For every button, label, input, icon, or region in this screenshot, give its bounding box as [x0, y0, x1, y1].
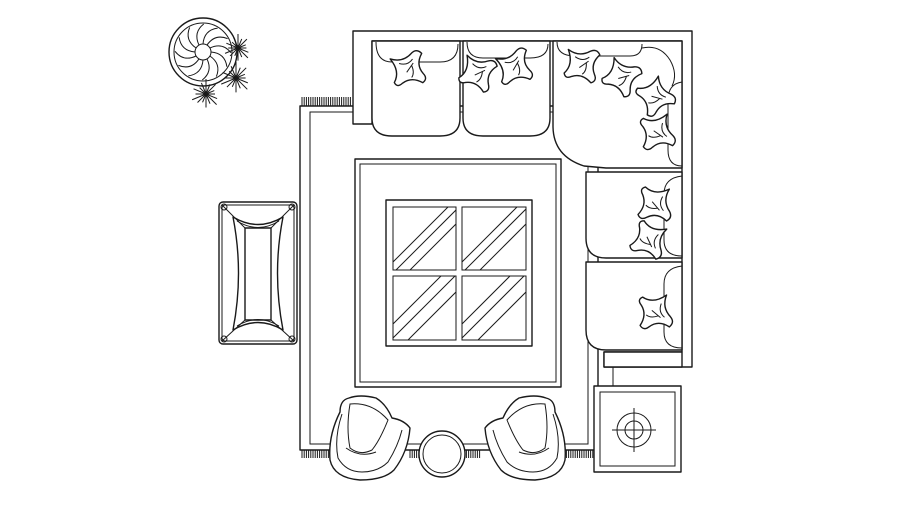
glass-coffee-table [355, 159, 561, 387]
armchair-right [485, 396, 565, 480]
tufted-bench [219, 202, 297, 344]
round-side-table [419, 431, 465, 477]
sectional-sofa [353, 31, 692, 367]
armchair-left [330, 396, 410, 480]
potted-plant [169, 18, 248, 108]
square-lamp-table [594, 367, 681, 472]
